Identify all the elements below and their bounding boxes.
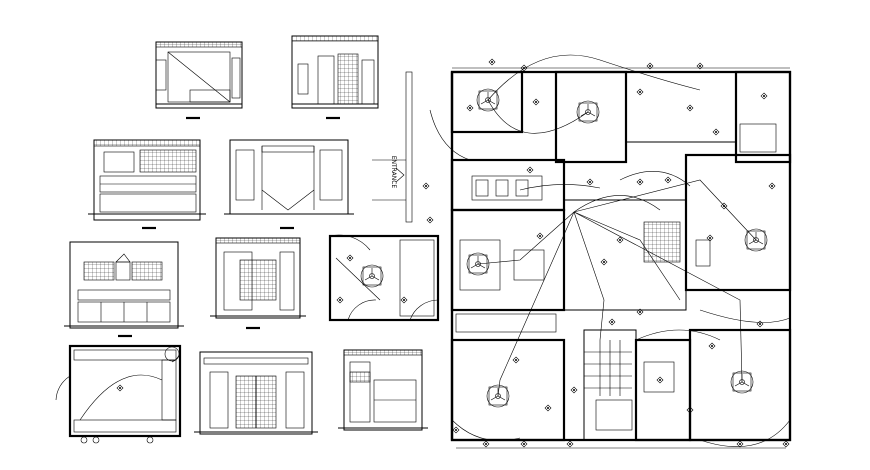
elevation-1 (155, 41, 243, 120)
room-plan-small (328, 234, 440, 322)
entrance-label: ENTRANCE (390, 156, 397, 189)
kitchen-plan (55, 344, 182, 444)
elevation-8 (338, 349, 428, 431)
staircase (584, 340, 632, 396)
entrance-marker (372, 71, 413, 223)
elevation-4 (224, 139, 354, 230)
elevation-5 (64, 241, 184, 338)
main-floor-plan (422, 54, 792, 449)
elevation-7 (194, 351, 318, 435)
elevation-2 (291, 35, 379, 120)
elevation-3 (88, 139, 206, 230)
elevation-6 (210, 237, 306, 330)
